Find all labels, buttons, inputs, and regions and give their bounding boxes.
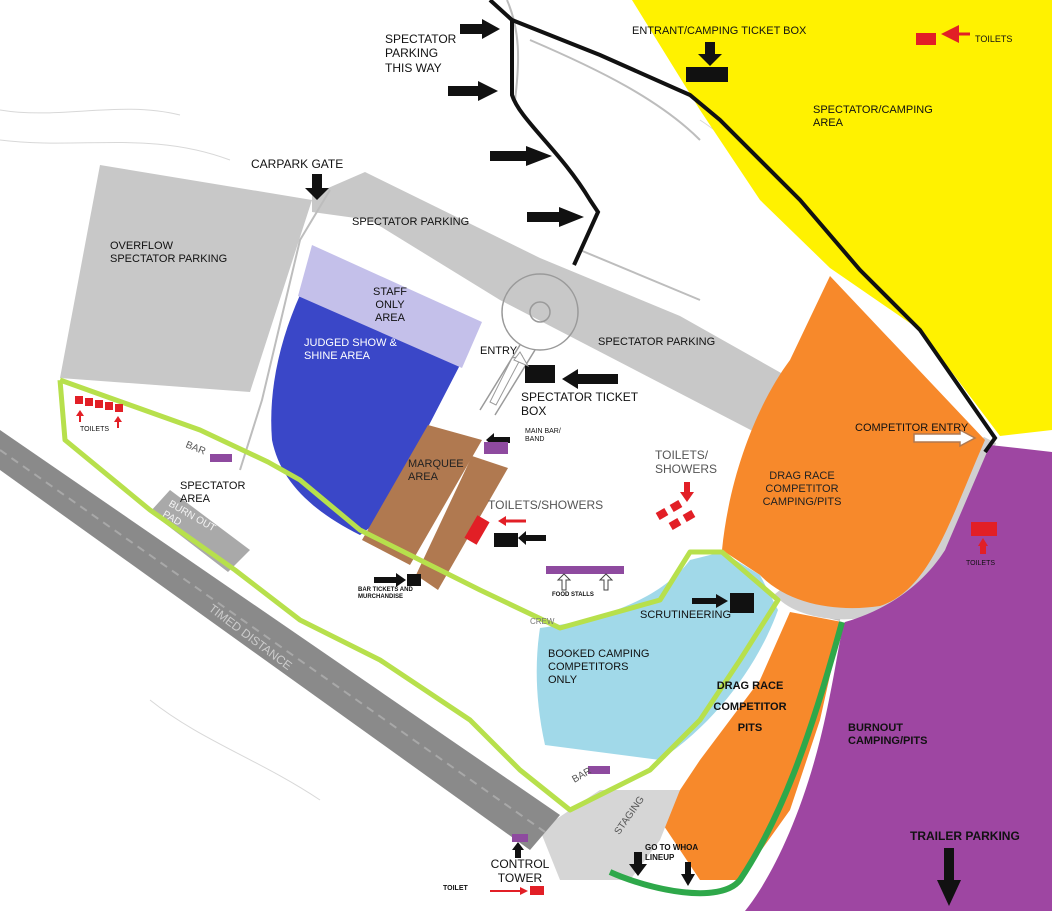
toilets-left-markers — [75, 396, 123, 428]
label-competitor-entry: COMPETITOR ENTRY — [855, 422, 969, 434]
burnout-pad — [150, 490, 250, 572]
arrow-4 — [527, 207, 584, 227]
entrant-access-path[interactable] — [488, 0, 601, 266]
timed-distance-track[interactable] — [0, 430, 560, 850]
label-whoa-lineup: GO TO WHOA LINEUP — [645, 843, 698, 862]
spectator-parking-strip — [312, 172, 790, 440]
label-toilets-right: TOILETS — [966, 560, 996, 567]
burnout-camping-pits — [745, 445, 1052, 911]
toilets-showers-marker — [494, 531, 546, 547]
label-toilets-showers-right: TOILETS/ SHOWERS — [655, 448, 718, 477]
control-tower-arrow — [512, 842, 524, 858]
label-toilets-showers: TOILETS/SHOWERS — [488, 498, 604, 512]
spectator-camping-area — [632, 0, 1052, 436]
toilets-showers-right-markers — [655, 482, 696, 530]
label-spectator: SPECTATOR AREA — [180, 480, 246, 506]
toilets-right-marker — [971, 522, 997, 554]
label-trailer-parking: TRAILER PARKING — [910, 829, 1020, 843]
whoa-lineup-path[interactable] — [608, 621, 845, 897]
spectator-ticket-box — [525, 365, 618, 389]
label-overflow-parking: OVERFLOW SPECTATOR PARKING — [110, 240, 228, 266]
label-toilet-bottom: TOILET — [443, 885, 468, 892]
label-main-bar: MAIN BAR/ BAND — [525, 428, 561, 444]
arrow-2 — [448, 81, 498, 101]
bar-tickets-merch — [374, 573, 421, 587]
drag-race-camping-pits — [722, 276, 985, 609]
label-area-code: CREW — [530, 617, 555, 626]
marquee-area-left — [362, 425, 482, 565]
label-entry: ENTRY — [480, 345, 518, 357]
toilets-top-marker — [916, 25, 970, 45]
label-food-stalls: FOOD STALLS — [552, 592, 594, 598]
arrow-1 — [460, 19, 500, 39]
label-booked-camping: BOOKED CAMPING COMPETITORS ONLY — [548, 648, 650, 687]
label-marquee: MARQUEE AREA — [408, 458, 464, 484]
label-drag-camping: DRAG RACE COMPETITOR CAMPING/PITS — [762, 470, 842, 509]
entry-arrow — [489, 351, 530, 406]
label-judged-area: JUDGED SHOW & SHINE AREA — [304, 337, 397, 363]
label-burnout-pits: BURNOUT CAMPING/PITS — [848, 722, 928, 748]
overflow-spectator-parking — [60, 165, 312, 392]
label-entrant-ticket-box: ENTRANT/CAMPING TICKET BOX — [632, 25, 807, 37]
marquee-area-right — [416, 456, 508, 590]
label-drag-pits: DRAG RACE COMPETITOR PITS — [713, 680, 787, 734]
staging-area — [540, 790, 680, 880]
toilets-showers-marker-red — [464, 515, 526, 545]
trailer-parking-arrow — [937, 848, 961, 906]
label-bar-tickets: BAR TICKETS AND MURCHANDISE — [358, 587, 413, 601]
staff-only-area — [298, 245, 482, 368]
label-scrutineering: SCRUTINEERING — [640, 609, 732, 621]
label-spectator-parking-1: SPECTATOR PARKING — [352, 216, 470, 228]
label-spectator-ticket-box: SPECTATOR TICKET BOX — [521, 390, 638, 419]
spectator-walkway[interactable] — [57, 377, 781, 813]
label-spectator-camping: SPECTATOR/CAMPING AREA — [813, 104, 933, 130]
judged-show-shine-area — [271, 295, 460, 535]
food-stall-arrows — [556, 573, 614, 591]
carpark-gate-arrow — [305, 174, 329, 200]
competitor-entry-path[interactable] — [511, 18, 998, 454]
roundabout — [479, 273, 579, 416]
bar-markers — [210, 442, 624, 842]
label-toilets-top: TOILETS — [975, 34, 1013, 44]
whoa-lineup-arrows — [629, 852, 695, 886]
scrutineering-box — [692, 593, 754, 613]
toilet-bottom-marker — [490, 886, 544, 895]
drag-race-competitor-pits — [660, 612, 842, 880]
competitor-entry-arrow — [913, 428, 977, 448]
label-carpark-gate: CARPARK GATE — [251, 157, 344, 171]
spectator-parking-direction-arrows — [448, 19, 584, 227]
label-staff-area: STAFF ONLY AREA — [372, 286, 407, 325]
label-toilets-left: TOILETS — [80, 426, 110, 433]
entrant-ticket-box — [686, 42, 728, 82]
label-control-tower: CONTROL TOWER — [490, 857, 550, 886]
label-spectator-parking-2: SPECTATOR PARKING — [598, 336, 716, 348]
arrow-3 — [490, 146, 552, 166]
label-spectator-parking-this-way: SPECTATOR PARKING THIS WAY — [385, 32, 457, 75]
